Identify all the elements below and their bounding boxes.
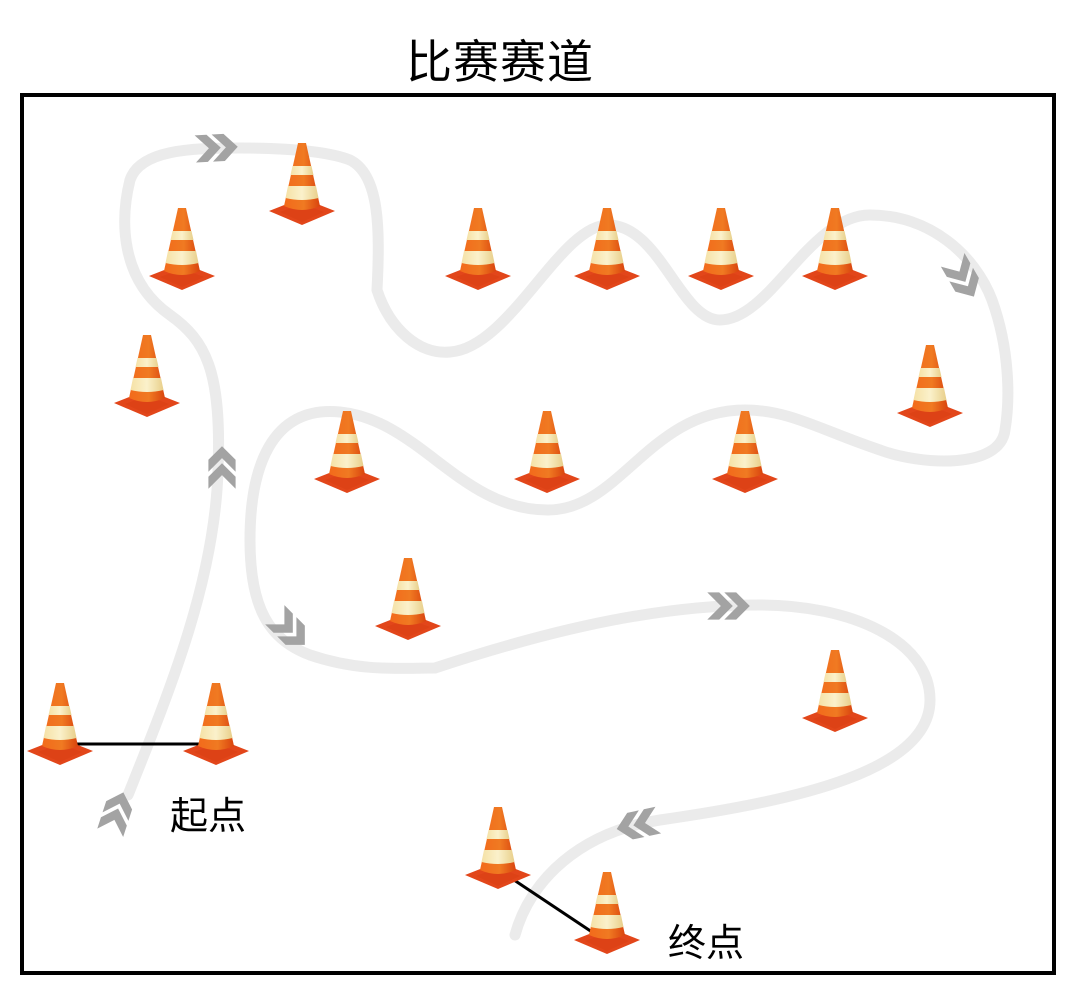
cone-start-right-icon <box>183 683 249 765</box>
cone-middle-row-3-icon <box>712 411 778 493</box>
cone-finish-lower-icon <box>574 872 640 954</box>
cone-slalom-3-icon <box>688 208 754 290</box>
cone-right-middle-icon <box>897 345 963 427</box>
cone-start-left-icon <box>27 683 93 765</box>
cone-lower-right-icon <box>802 650 868 732</box>
cone-top-left-icon <box>149 208 215 290</box>
cone-slalom-2-icon <box>574 208 640 290</box>
cone-left-middle-icon <box>114 335 180 417</box>
cone-slalom-1-icon <box>445 208 511 290</box>
track-path <box>119 142 1014 941</box>
cone-middle-row-2-icon <box>514 411 580 493</box>
cone-lower-left-icon <box>375 558 441 640</box>
finish-label: 终点 <box>668 921 745 965</box>
course-title: 比赛赛道 <box>406 35 594 89</box>
finish-line <box>513 878 593 934</box>
course-frame <box>20 93 1056 975</box>
cone-finish-upper-icon <box>465 807 531 889</box>
start-label: 起点 <box>170 794 247 838</box>
